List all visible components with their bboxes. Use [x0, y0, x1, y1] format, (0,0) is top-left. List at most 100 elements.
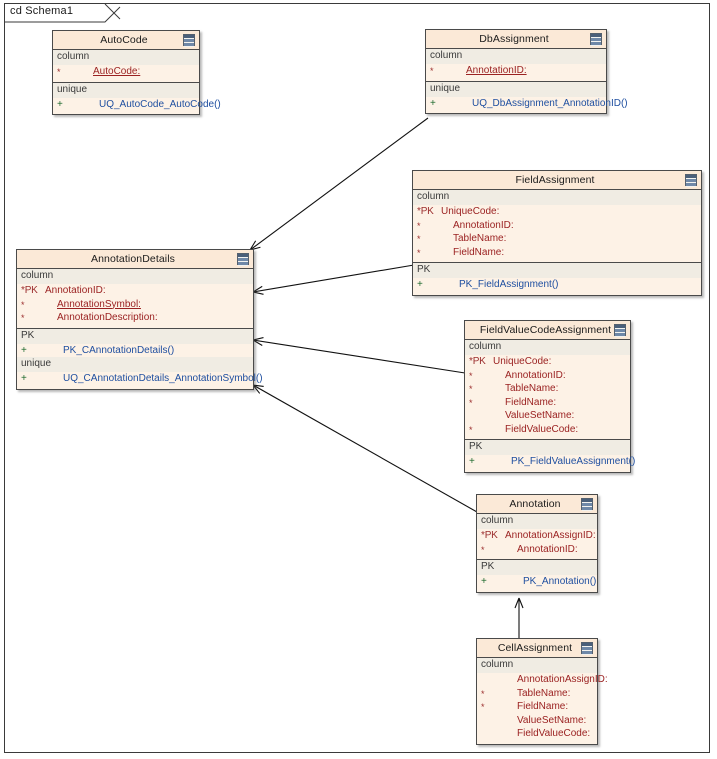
row-marker: *: [21, 313, 25, 323]
row-name: AnnotationID:: [453, 219, 514, 231]
table-icon[interactable]: [685, 174, 697, 187]
row-name: UniqueCode:: [441, 206, 500, 217]
compartment-label: unique: [426, 81, 606, 97]
row-marker: [477, 674, 503, 687]
attribute-row: *AnnotationSymbol:: [17, 298, 253, 312]
class-name-label: Annotation: [509, 498, 561, 510]
compartment-label: unique: [53, 82, 199, 98]
row-name: AnnotationID:: [466, 65, 527, 76]
class-title-cellassignment: CellAssignment: [477, 639, 597, 658]
operation-row: + PK_CAnnotationDetails(): [17, 344, 253, 358]
attribute-row: AnnotationAssignID:: [477, 673, 608, 687]
compartment-label: unique: [17, 357, 253, 372]
operation-row: + PK_FieldAssignment(): [413, 278, 701, 292]
row-marker: *: [469, 384, 473, 394]
class-title-fieldassignment: FieldAssignment: [413, 171, 701, 190]
row-marker: *PK: [481, 530, 498, 541]
row-name: UniqueCode:: [493, 356, 552, 367]
row-marker: +: [430, 97, 436, 109]
attribute-row: * AnnotationID:: [426, 64, 606, 78]
row-name: PK_CAnnotationDetails(): [63, 344, 175, 356]
row-name: FieldValueCode:: [505, 423, 579, 435]
compartment-label: column: [477, 658, 597, 673]
table-icon[interactable]: [581, 498, 593, 511]
class-name-label: FieldValueCodeAssignment: [479, 324, 612, 336]
operation-row: +PK_FieldValueAssignment(): [465, 455, 635, 469]
attribute-row: *FieldName:: [477, 700, 597, 714]
row-marker: +: [417, 279, 423, 290]
row-name: TableName:: [517, 687, 571, 699]
class-title-annotation: Annotation: [477, 495, 597, 514]
compartment-label: PK: [413, 263, 701, 278]
row-name: TableName:: [505, 383, 559, 394]
row-marker: +: [57, 98, 63, 110]
row-marker: [465, 410, 491, 423]
operation-row: +UQ_DbAssignment_AnnotationID(): [426, 97, 628, 111]
row-name: AnnotationSymbol:: [57, 298, 141, 310]
row-marker: +: [21, 373, 27, 384]
compartment-label: PK: [477, 560, 597, 575]
attribute-row: * AnnotationDescription:: [17, 311, 253, 325]
row-name: ValueSetName:: [517, 714, 587, 726]
class-compartment: PK+ PK_FieldAssignment(): [413, 263, 701, 295]
frame-label: cd Schema1: [10, 5, 74, 17]
attribute-row: *AnnotationID:: [413, 219, 701, 233]
class-compartment: column*AnnotationID:: [426, 49, 606, 82]
attribute-row: *PK UniqueCode:: [413, 205, 701, 219]
row-marker: *PK: [417, 206, 434, 217]
row-name: AnnotationAssignID:: [517, 674, 608, 685]
attribute-row: ValueSetName:: [477, 714, 597, 728]
table-icon[interactable]: [237, 253, 249, 266]
row-marker: +: [21, 344, 27, 356]
table-icon[interactable]: [590, 33, 602, 46]
attribute-row: * FieldValueCode:: [465, 423, 630, 437]
row-name: AnnotationDescription:: [57, 312, 158, 323]
class-name-label: CellAssignment: [497, 642, 573, 654]
compartment-label: column: [477, 514, 597, 529]
attribute-row: * AnnotationID:: [465, 369, 630, 383]
row-marker: *PK: [21, 285, 38, 296]
row-marker: *: [481, 702, 485, 712]
row-marker: *: [430, 66, 434, 76]
row-name: FieldValueCode:: [517, 728, 591, 739]
class-title-dbassignment: DbAssignment: [426, 30, 606, 49]
row-marker: +: [481, 576, 487, 587]
class-compartment: column*PK UniqueCode: *AnnotationID:* Table…: [413, 190, 701, 263]
table-icon[interactable]: [614, 324, 626, 337]
compartment-label: column: [413, 190, 701, 205]
row-name: PK_FieldAssignment(): [459, 279, 559, 290]
compartment-label: PK: [465, 440, 630, 455]
row-marker: *: [57, 67, 61, 77]
attribute-row: *AutoCode:: [53, 65, 199, 79]
row-name: TableName:: [453, 233, 507, 244]
row-name: FieldName:: [505, 396, 557, 408]
row-name: FieldName:: [453, 246, 505, 258]
class-name-label: FieldAssignment: [515, 174, 595, 186]
table-icon[interactable]: [183, 34, 195, 47]
class-compartment: PK+PK_FieldValueAssignment(): [465, 440, 635, 472]
operation-row: +UQ_CAnnotationDetails_AnnotationSymbol(…: [17, 372, 263, 386]
attribute-row: *FieldName:: [413, 246, 701, 260]
class-title-autocode: AutoCode: [53, 31, 199, 50]
compartment-label: column: [53, 50, 199, 65]
table-icon[interactable]: [581, 642, 593, 655]
row-marker: *: [469, 424, 473, 435]
operation-row: +PK_Annotation(): [477, 575, 597, 589]
row-name: AnnotationID:: [505, 369, 566, 381]
class-name-label: DbAssignment: [479, 33, 549, 45]
row-marker: *: [469, 370, 473, 381]
class-compartment: unique+UQ_DbAssignment_AnnotationID(): [426, 81, 628, 113]
class-name-label: AutoCode: [100, 34, 148, 46]
class-compartment: column*AutoCode:: [53, 50, 199, 83]
attribute-row: ValueSetName:: [465, 409, 630, 423]
row-marker: *: [417, 234, 421, 244]
